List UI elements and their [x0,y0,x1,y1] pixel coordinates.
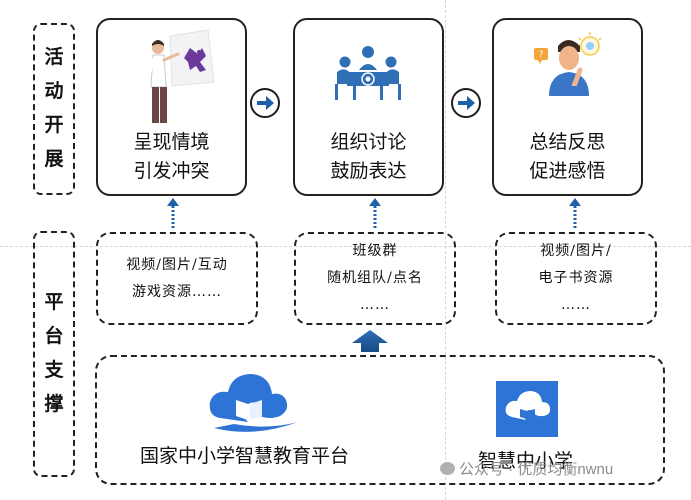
svg-text:?: ? [539,50,544,60]
side-label-activity: 活 动 开 展 [33,23,75,195]
presenter-icon [98,28,245,128]
support-box-2: 班级群 随机组队/点名 …… [294,232,456,325]
stage-card-1: 呈现情境 引发冲突 [96,18,247,196]
support-line: 游戏资源…… [132,283,222,300]
support-line: 班级群 [352,243,398,259]
thinking-person-icon: ? [494,28,641,128]
side-label-support: 平 台 支 撑 [33,231,75,477]
arrow-right-icon [250,88,280,118]
stage-card-2: 组织讨论 鼓励表达 [293,18,444,196]
stage-title-line: 促进感悟 [529,161,606,182]
meeting-icon [295,28,442,128]
dotted-up-arrow-icon [167,198,179,230]
guide-line-horizontal [0,246,691,247]
watermark-text: 公众号 · 优质均衡nwnu [459,461,614,478]
stage-card-3: ? 总结反思 促进感悟 [492,18,643,196]
dotted-up-arrow-icon [569,198,581,230]
side-label-char: 支 [44,360,64,381]
stage-title-line: 引发冲突 [133,161,210,182]
cloud-book-logo-icon [209,374,298,432]
support-line: 视频/图片/ [540,243,612,259]
platform-up-arrow-icon [352,330,388,352]
platform-box [95,355,665,485]
support-box-3: 视频/图片/ 电子书资源 …… [495,232,657,325]
support-line: …… [360,297,390,313]
side-label-char: 开 [44,115,64,136]
stage-title-line: 鼓励表达 [330,161,407,182]
support-line: …… [561,297,591,313]
side-label-char: 动 [44,81,64,102]
stage-title-line: 总结反思 [529,132,606,153]
platform-name-app: 智慧中小学 [478,451,574,472]
support-box-1: 视频/图片/互动 游戏资源…… [96,232,258,325]
platform-name-national: 国家中小学智慧教育平台 [140,446,350,467]
support-line: 视频/图片/互动 [126,256,228,273]
stage-title-line: 组织讨论 [330,132,407,153]
side-label-char: 活 [44,47,64,68]
arrow-right-icon [451,88,481,118]
wechat-icon [440,462,455,475]
dotted-up-arrow-icon [369,198,381,230]
side-label-char: 展 [44,149,64,170]
support-line: 电子书资源 [538,270,614,286]
stage-title-line: 呈现情境 [133,132,210,153]
guide-line-vertical [445,0,446,500]
support-line: 随机组队/点名 [327,270,423,286]
watermark: 公众号 · 优质均衡nwnu [440,458,613,479]
side-label-char: 平 [44,292,64,313]
side-label-char: 撑 [44,394,64,415]
side-label-char: 台 [44,326,64,347]
app-logo-icon [496,381,558,437]
